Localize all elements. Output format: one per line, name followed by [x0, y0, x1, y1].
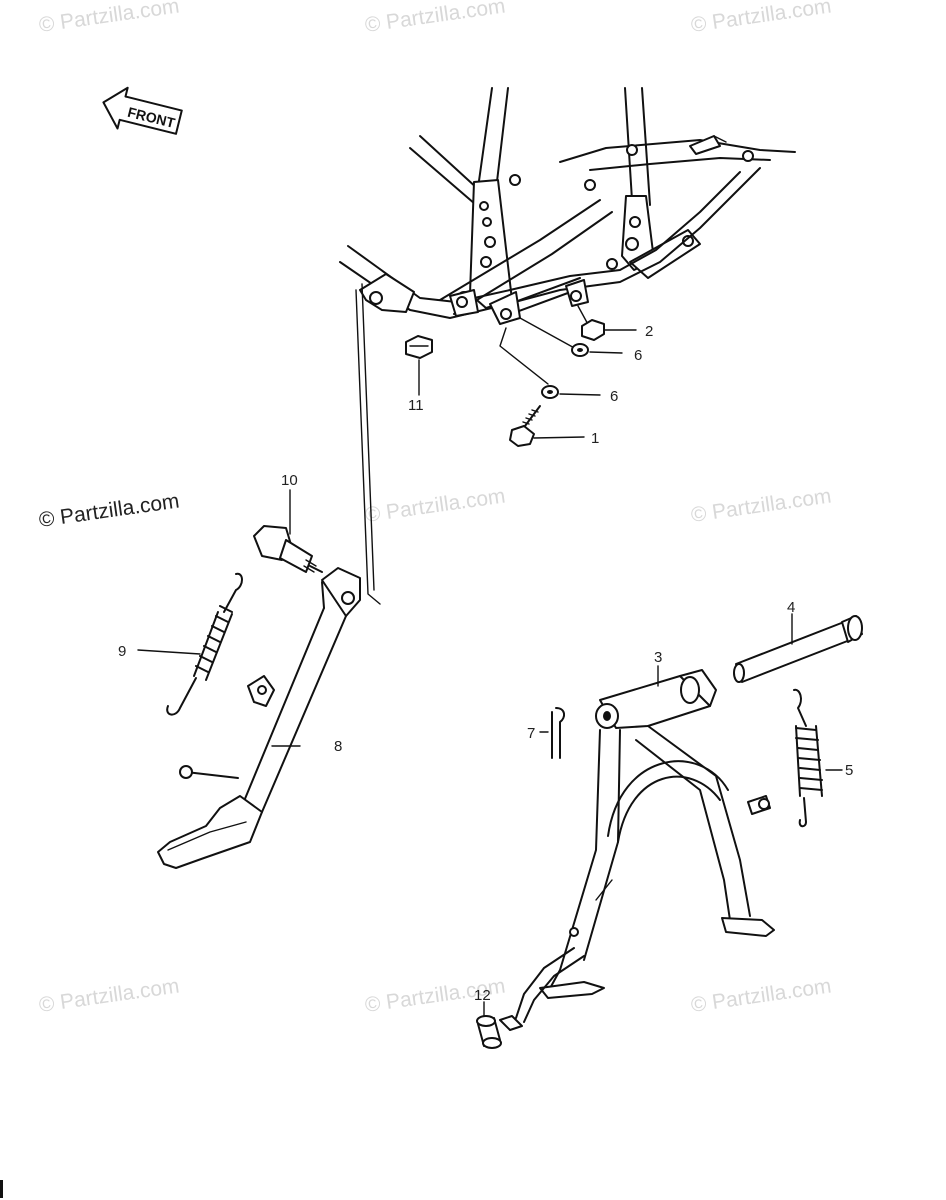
edge-mark [0, 1180, 3, 1198]
callout-2: 2 [645, 323, 653, 340]
watermark: © Partzilla.com [689, 0, 832, 37]
callout-labels: 1 2 3 4 5 6 6 7 8 9 10 11 12 [118, 323, 853, 1004]
part-spring-9[interactable] [137, 572, 243, 716]
callout-3: 3 [654, 649, 662, 666]
watermark: © Partzilla.com [363, 0, 506, 37]
watermark: © Partzilla.com [689, 484, 832, 526]
callout-6-lower: 6 [610, 388, 618, 405]
part-spacer-12[interactable] [476, 1001, 502, 1049]
watermark: © Partzilla.com [37, 974, 180, 1016]
part-washer-6-upper[interactable] [571, 343, 623, 357]
callout-6-upper: 6 [634, 347, 642, 364]
watermark: © Partzilla.com [37, 0, 180, 37]
part-bolt-1[interactable] [509, 405, 585, 447]
frame-drawing [339, 87, 796, 325]
part-center-stand-3[interactable] [499, 665, 775, 1031]
part-side-stand-8[interactable] [157, 567, 361, 869]
callout-10: 10 [281, 472, 298, 489]
callout-9: 9 [118, 643, 126, 660]
part-cotter-pin-7[interactable] [539, 707, 566, 759]
copyright-notice: © Partzilla.com [37, 489, 180, 531]
callout-12: 12 [474, 987, 491, 1004]
part-washer-6-lower[interactable] [541, 385, 601, 399]
watermark: © Partzilla.com [689, 974, 832, 1016]
callout-8: 8 [334, 738, 342, 755]
part-nut-11[interactable] [405, 335, 433, 396]
watermark: © Partzilla.com [363, 484, 506, 526]
callout-7: 7 [527, 725, 535, 742]
callout-5: 5 [845, 762, 853, 779]
part-nut-2[interactable] [581, 319, 637, 341]
callout-11: 11 [408, 397, 424, 414]
part-pivot-bolt-10[interactable] [253, 489, 323, 573]
callout-4: 4 [787, 599, 795, 616]
leader-lines [355, 283, 591, 605]
callout-1: 1 [591, 430, 599, 447]
front-arrow-icon: FRONT [102, 86, 183, 135]
part-spring-5[interactable] [793, 688, 843, 828]
part-pivot-shaft-4[interactable] [733, 613, 863, 683]
